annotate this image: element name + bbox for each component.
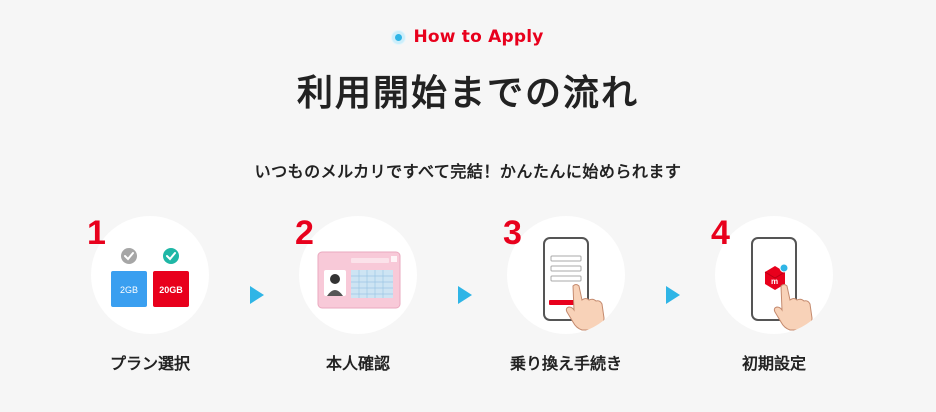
step-label: 乗り換え手続き [509, 354, 622, 373]
id-card-icon [317, 251, 401, 309]
svg-text:m: m [771, 277, 778, 286]
play-arrow-icon [250, 286, 264, 304]
page-title: 利用開始までの流れ [296, 73, 639, 114]
step-label: 本人確認 [325, 354, 390, 373]
step-illustration: 2GB 20GB [91, 216, 209, 334]
plan-2gb-text: 2GB [120, 285, 138, 295]
step-label: 初期設定 [741, 354, 806, 373]
page-subtitle: いつものメルカリですべて完結！かんたんに始められます [254, 162, 682, 181]
step-number: 1 [87, 214, 106, 252]
plan-20gb-text: 20GB [159, 285, 183, 295]
eyebrow: How to Apply [0, 27, 936, 47]
bullet-dot-icon [392, 30, 406, 44]
phone-form-icon [543, 237, 605, 331]
step-illustration [507, 216, 625, 334]
plan-cards-icon: 2GB 20GB [111, 248, 189, 307]
step-label: プラン選択 [109, 354, 190, 373]
eyebrow-label: How to Apply [413, 27, 544, 47]
step-number: 2 [295, 214, 314, 252]
play-arrow-icon [458, 286, 472, 304]
step-illustration [299, 216, 417, 334]
play-arrow-icon [666, 286, 680, 304]
phone-app-icon: m [751, 237, 813, 331]
step-illustration: m [715, 216, 833, 334]
step-number: 4 [711, 214, 730, 252]
step-number: 3 [503, 214, 522, 252]
